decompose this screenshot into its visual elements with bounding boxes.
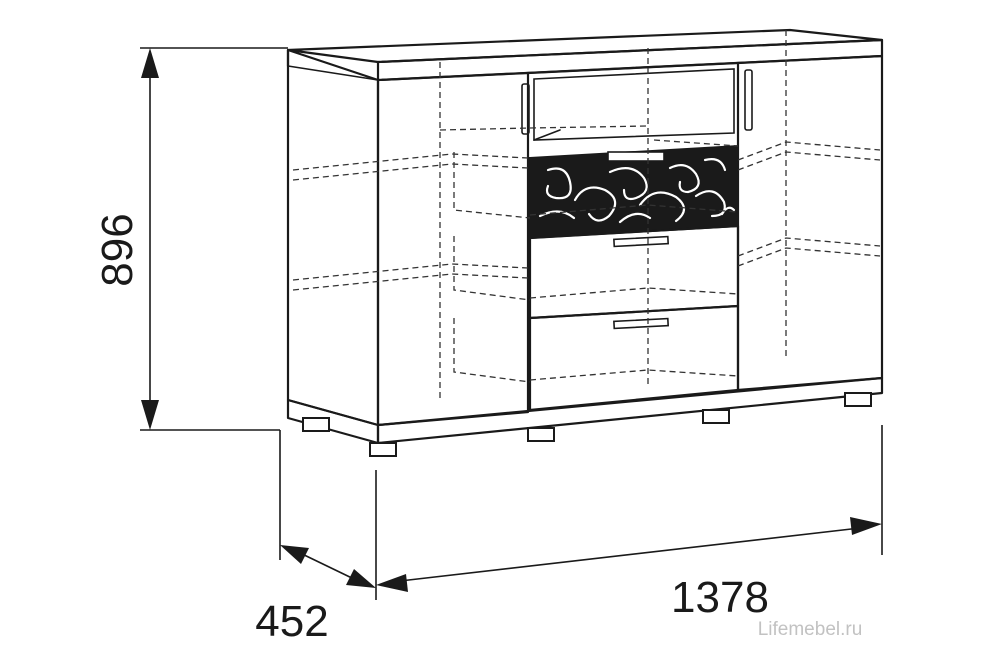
middle-drawer-handle (613, 235, 670, 248)
height-arrow-top (141, 48, 159, 78)
top-slab-face (286, 28, 884, 64)
hidden-shelves (292, 30, 881, 400)
width-dimension (376, 425, 883, 592)
centre-niche-back (533, 68, 735, 141)
height-value: 896 (93, 213, 142, 286)
left-side-panel (286, 48, 380, 427)
width-arrow-right (850, 517, 882, 535)
foot-front-left (369, 442, 397, 457)
decor-drawer-handle (607, 151, 665, 162)
depth-value: 452 (255, 597, 328, 646)
centre-niche-shelf (533, 129, 561, 141)
height-arrow-bottom (141, 400, 159, 430)
left-door (376, 71, 530, 427)
foot-front-right (702, 409, 730, 424)
left-side-inner-edge (287, 65, 379, 81)
depth-dimension (279, 430, 377, 600)
right-door (736, 54, 884, 392)
plinth-front (376, 376, 884, 445)
foot-front-mid (527, 427, 555, 442)
plinth-side (286, 398, 380, 445)
bottom-drawer-front (528, 304, 740, 412)
right-door-handle (744, 69, 753, 131)
left-door-handle (521, 83, 530, 135)
width-value: 1378 (671, 573, 769, 622)
foot-back-left (302, 417, 330, 432)
foot-back-right (844, 392, 872, 407)
watermark-text: Lifemebel.ru (758, 619, 863, 640)
bottom-drawer-handle (613, 317, 670, 330)
centre-frame-top (526, 61, 740, 75)
width-arrow-left (376, 574, 408, 592)
height-dimension (140, 47, 288, 431)
middle-drawer-front (528, 224, 740, 320)
depth-arrow-right (346, 569, 376, 588)
depth-arrow-left (280, 545, 309, 564)
chest-of-drawers (286, 28, 884, 457)
decor-drawer-pattern (538, 158, 736, 224)
